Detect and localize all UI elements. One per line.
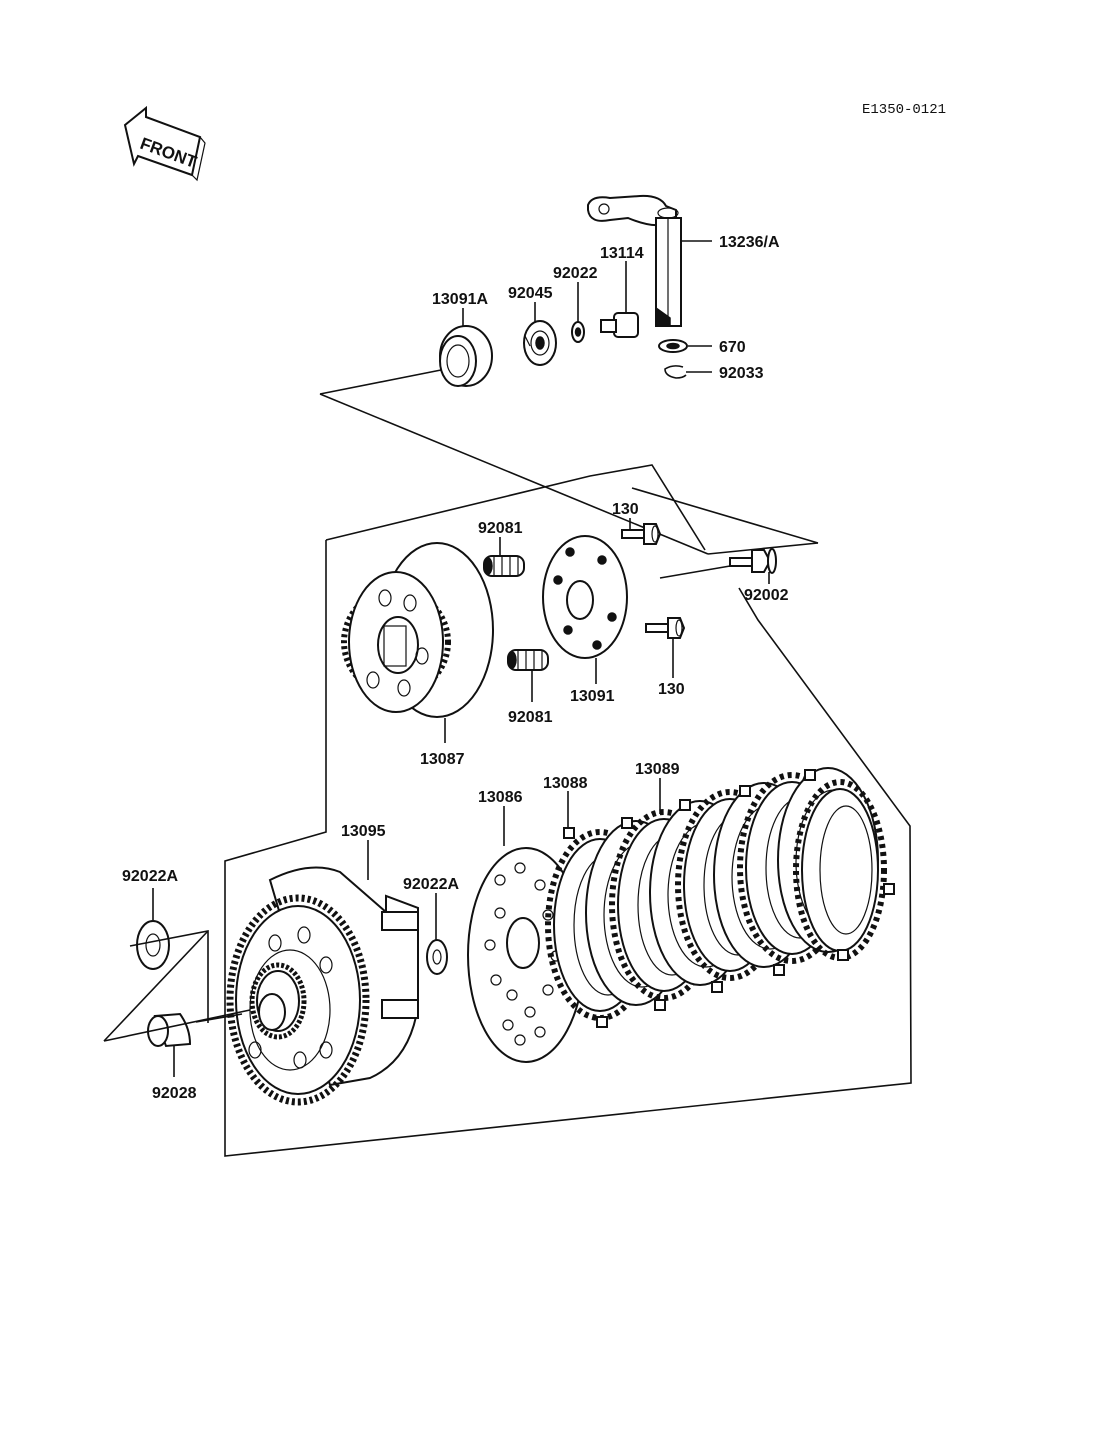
upper-guide-line-3 (707, 542, 819, 555)
label-130-lower: 130 (658, 681, 685, 698)
diagram-code: E1350-0121 (862, 102, 946, 118)
plate-9 (793, 779, 895, 961)
label-92022A-left: 92022A (122, 868, 178, 885)
hub-box-top (325, 464, 706, 551)
label-13236A: 13236/A (719, 234, 780, 251)
upper-guide-line-4 (631, 487, 819, 544)
label-13114: 13114 (600, 245, 644, 262)
label-130-upper: 130 (612, 501, 639, 518)
left-guide-line-3 (129, 930, 209, 1023)
washer-670 (658, 339, 688, 353)
label-92022: 92022 (553, 265, 598, 282)
upper-guide-line (319, 369, 442, 395)
pressure-plate-13091 (542, 535, 628, 659)
pushrod-13114 (600, 312, 639, 338)
leader-lines (152, 240, 770, 1077)
label-13095: 13095 (341, 823, 386, 840)
label-92045: 92045 (508, 285, 553, 302)
part-labels: 13236/A 13114 92022 92045 13091A 670 920… (122, 234, 789, 1102)
circlip-92033 (664, 365, 687, 379)
bolt-130-lower (645, 617, 686, 639)
label-13089: 13089 (635, 761, 680, 778)
label-13091A: 13091A (432, 291, 488, 308)
friction-steel-plate-stack (545, 767, 895, 1028)
label-670: 670 (719, 339, 746, 356)
clutch-box-outline (224, 540, 912, 1157)
front-arrow-icon: FRONT (123, 105, 206, 182)
label-13086: 13086 (478, 789, 523, 806)
label-13091: 13091 (570, 688, 615, 705)
bolt-130-upper (621, 523, 662, 545)
spring-92081-upper (483, 555, 525, 577)
label-13088: 13088 (543, 775, 588, 792)
washer-92022A-left (136, 920, 170, 970)
release-holder-13091A (439, 325, 493, 387)
bolt-92002 (729, 548, 777, 574)
left-guide-line (103, 930, 209, 1042)
collar-92028 (147, 1012, 192, 1048)
label-92028: 92028 (152, 1085, 197, 1102)
spring-92081-lower (507, 649, 549, 671)
left-guide-line-2 (103, 1009, 251, 1042)
release-shaft-13236A (587, 194, 682, 327)
bearing-92045 (523, 320, 557, 366)
label-92081-upper: 92081 (478, 520, 523, 537)
label-92002: 92002 (744, 587, 789, 604)
clutch-hub-13087 (341, 542, 494, 718)
label-92022A-middle: 92022A (403, 876, 459, 893)
washer-92022 (571, 321, 585, 343)
label-92081-lower: 92081 (508, 709, 553, 726)
washer-92022A-middle (426, 939, 448, 975)
clutch-housing-13095 (226, 866, 419, 1106)
label-92033: 92033 (719, 365, 764, 382)
label-13087: 13087 (420, 751, 465, 768)
